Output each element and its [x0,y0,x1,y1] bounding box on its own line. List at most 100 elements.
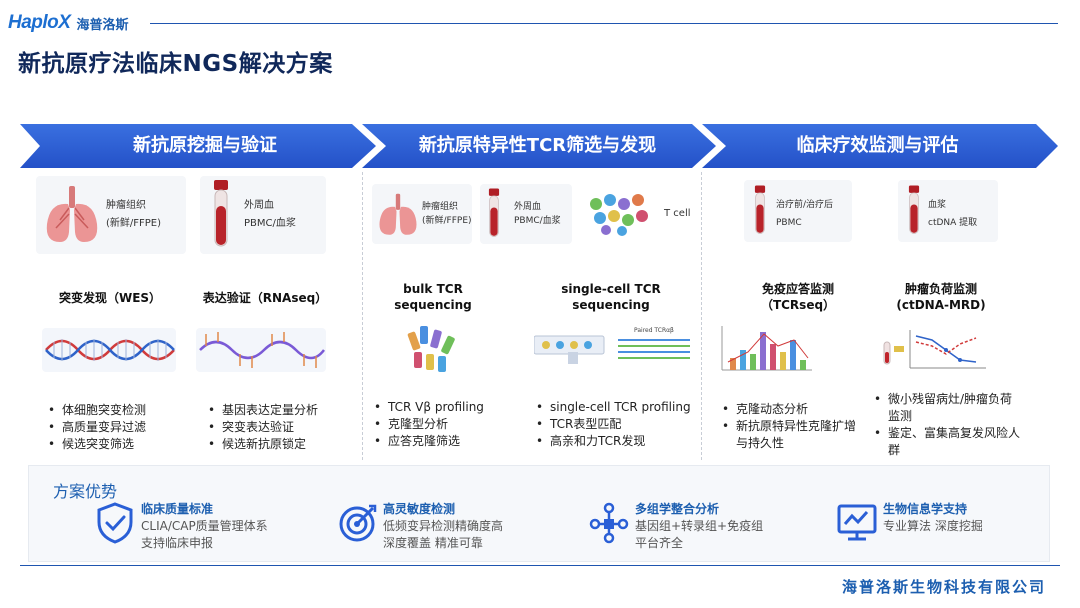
shield-check-icon [97,502,133,544]
logo-en: HaploX [8,12,71,33]
sample-card-blood: 外周血 PBMC/血浆 [200,176,326,254]
advantages-panel: 方案优势 临床质量标准 CLIA/CAP质量管理体系 支持临床申报 高灵敏度检测… [28,465,1050,562]
page-title: 新抗原疗法临床NGS解决方案 [18,51,333,77]
sample-sublabel: PBMC/血浆 [514,216,561,226]
list-item: 新抗原特异性克隆扩增与持久性 [720,418,860,452]
bullet-list-bulk-tcr: TCR Vβ profiling 克隆型分析 应答克隆筛选 [372,399,532,450]
method-title-line: 肿瘤负荷监测 [904,282,977,296]
list-item: 高质量变异过滤 [46,419,196,436]
method-title-line: (ctDNA-MRD) [896,298,986,312]
method-title-line: bulk TCR [403,282,463,296]
advantage-item-quality: 临床质量标准 CLIA/CAP质量管理体系 支持临床申报 [95,500,315,556]
list-item: 候选新抗原锁定 [206,436,356,453]
dna-helix-icon [45,339,175,361]
sample-label: 治疗前/治疗后 [776,200,834,210]
advantage-desc-line: 低频变异检测精确度高 [383,519,504,533]
method-title-ctdna: 肿瘤负荷监测 (ctDNA-MRD) [876,281,1006,313]
method-title-tcrseq: 免疫应答监测 （TCRseq） [728,281,868,313]
tcr-receptor-icon [407,326,455,372]
advantage-desc: CLIA/CAP质量管理体系 支持临床申报 [141,518,268,552]
advantage-desc-line: 专业算法 深度挖掘 [883,519,983,533]
bullet-list-rnaseq: 基因表达定量分析 突变表达验证 候选新抗原锁定 [206,402,356,453]
list-item: TCR表型匹配 [534,416,704,433]
stage-label-3: 临床疗效监测与评估 [796,135,959,156]
list-item: 鉴定、富集高复发风险人群 [872,425,1022,459]
advantage-item-sensitivity: 高灵敏度检测 低频变异检测精确度高 深度覆盖 精准可靠 [337,500,557,556]
bullet-list-tcrseq: 克隆动态分析 新抗原特异性克隆扩增与持久性 [720,401,860,452]
sample-card-tumor: 肿瘤组织 (新鲜/FFPE) [372,184,472,244]
target-icon [339,504,377,542]
list-item: 克隆型分析 [372,416,532,433]
advantage-desc-line: 深度覆盖 精准可靠 [383,536,483,550]
advantage-name: 生物信息学支持 [883,502,968,516]
list-item: 突变表达验证 [206,419,356,436]
single-cell-chip-icon: Paired TCRαβ [534,327,690,364]
column-divider-2 [701,172,702,460]
advantages-title: 方案优势 [53,482,118,501]
sample-label: 外周血 [514,202,542,212]
blood-tube-icon [908,185,920,234]
sample-label: 血浆 [928,200,947,210]
method-title-line: 免疫应答监测 [761,282,834,296]
advantage-item-multiomics: 多组学整合分析 基因组+转录组+免疫组 平台齐全 [589,500,809,556]
clone-dynamics-chart-icon [721,326,812,371]
lung-icon [379,193,417,235]
advantage-desc-line: 平台齐全 [635,536,684,550]
advantage-desc: 基因组+转录组+免疫组 平台齐全 [635,518,763,552]
advantage-name: 多组学整合分析 [635,502,720,516]
method-title-rnaseq: 表达验证（RNAseq） [202,291,328,305]
lung-icon [46,186,98,242]
list-item: 应答克隆筛选 [372,433,532,450]
sample-sublabel: (新鲜/FFPE) [422,216,472,226]
method-title-wes: 突变发现（WES） [58,291,162,305]
rna-illustration [196,328,326,372]
stage-label-1: 新抗原挖掘与验证 [133,135,277,156]
stage-arrow-1 [20,124,376,168]
sample-sublabel: PBMC [776,218,802,228]
bullet-list-ctdna: 微小残留病灶/肿瘤负荷监测 鉴定、富集高复发风险人群 [872,391,1022,459]
network-icon [589,502,629,544]
list-item: 体细胞突变检测 [46,402,196,419]
method-title-line: sequencing [572,298,650,312]
advantage-desc: 低频变异检测精确度高 深度覆盖 精准可靠 [383,518,503,552]
method-title-sc-tcr: single-cell TCR sequencing [546,281,676,313]
column-divider-1 [362,172,363,460]
list-item: 克隆动态分析 [720,401,860,418]
list-item: 基因表达定量分析 [206,402,356,419]
list-item: 候选突变筛选 [46,436,196,453]
sample-card-pbmc: 治疗前/治疗后 PBMC [744,180,852,242]
sample-card-plasma: 血浆 ctDNA 提取 [898,180,998,242]
list-item: 高亲和力TCR发现 [534,433,704,450]
footer-divider [20,565,1060,566]
sample-card-tcell: T cell [582,184,694,244]
sample-sublabel: PBMC/血浆 [244,218,296,229]
advantage-item-bioinformatics: 生物信息学支持 专业算法 深度挖掘 [837,500,1037,556]
sample-label: T cell [664,208,691,219]
list-item: 微小残留病灶/肿瘤负荷监测 [872,391,1022,425]
rna-strand-icon [199,332,325,368]
blood-tube-icon [214,180,228,247]
bullet-list-wes: 体细胞突变检测 高质量变异过滤 候选突变筛选 [46,402,196,453]
advantage-desc-line: 基因组+转录组+免疫组 [635,519,764,533]
monitor-chart-icon [837,504,877,541]
stage-banner: 新抗原挖掘与验证 新抗原特异性TCR筛选与发现 临床疗效监测与评估 [20,124,1060,168]
method-title-line: sequencing [394,298,472,312]
list-item: single-cell TCR profiling [534,399,704,416]
sample-label: 肿瘤组织 [422,202,459,212]
stage-label-2: 新抗原特异性TCR筛选与发现 [418,135,657,156]
sample-card-blood: 外周血 PBMC/血浆 [480,184,572,244]
list-item: TCR Vβ profiling [372,399,532,416]
advantage-desc: 专业算法 深度挖掘 [883,518,983,535]
sample-label: 外周血 [244,200,274,211]
company-name: 海普洛斯生物科技有限公司 [841,578,1046,596]
blood-tube-icon [488,188,500,237]
advantage-desc-line: 支持临床申报 [141,536,214,550]
stage-arrow-3 [702,124,1058,168]
method-title-bulk-tcr: bulk TCR sequencing [378,281,488,313]
method-title-line: single-cell TCR [561,282,661,296]
sample-sublabel: (新鲜/FFPE) [106,218,162,229]
advantage-name: 临床质量标准 [141,502,214,516]
bullet-list-sc-tcr: single-cell TCR profiling TCR表型匹配 高亲和力TC… [534,399,704,450]
ctdna-trend-chart-icon [883,330,986,369]
banner-arrows [20,124,1058,168]
